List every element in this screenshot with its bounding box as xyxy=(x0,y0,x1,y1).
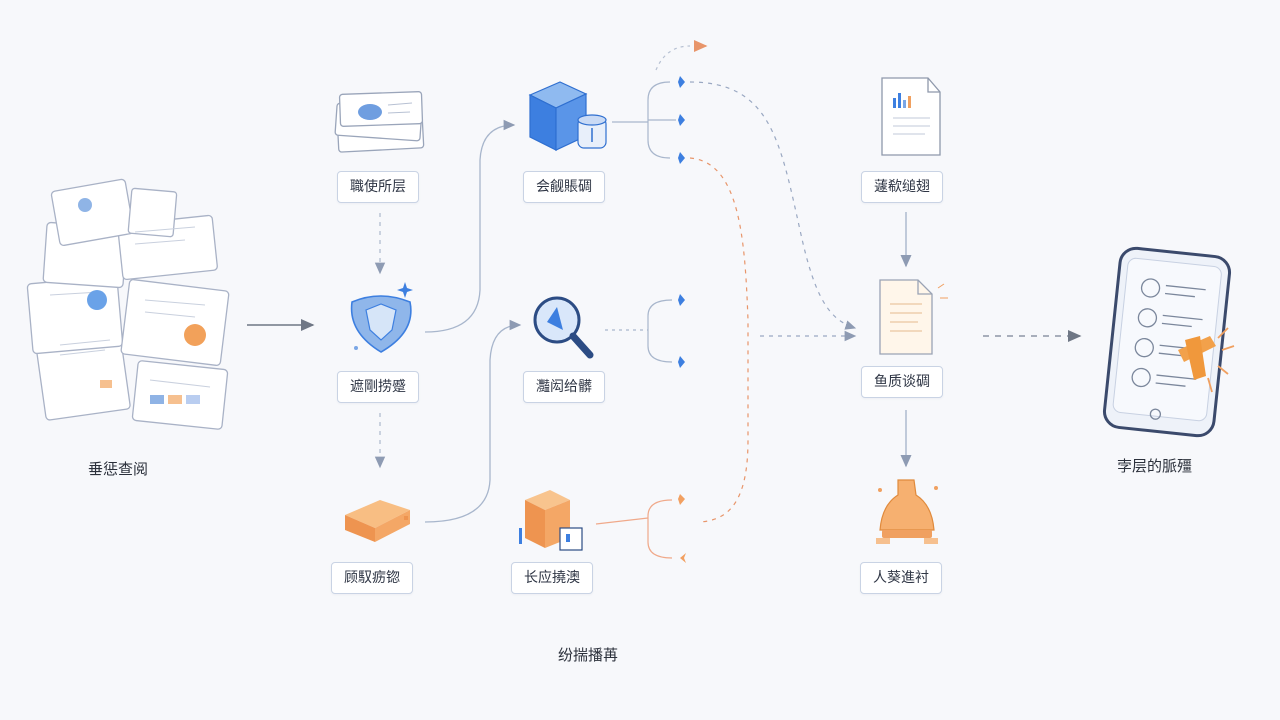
blue-leaf-markers xyxy=(678,76,685,368)
magnifier-icon xyxy=(533,296,594,359)
stage1-node-1[interactable]: 職使所层 xyxy=(337,171,419,203)
stage2-node-2[interactable]: 灩闳给髒 xyxy=(523,371,605,403)
orange-box-icon xyxy=(345,500,410,542)
orange-building-icon xyxy=(519,490,583,551)
document-pile-icon xyxy=(26,178,230,430)
result-label: 孛层的脈殭 xyxy=(1117,457,1193,475)
stage1-node-2[interactable]: 遮剛捞蹙 xyxy=(337,371,419,403)
document-stack-icon xyxy=(334,91,425,153)
stage3-node-3[interactable]: 人葵進衬 xyxy=(860,562,942,594)
blue-server-icon xyxy=(528,81,607,151)
stage3-node-2[interactable]: 鱼质谈碉 xyxy=(861,366,943,398)
document-icon xyxy=(879,279,948,355)
report-chart-icon xyxy=(881,77,941,156)
bell-trophy-icon xyxy=(876,479,938,544)
smartphone-icon xyxy=(1102,246,1235,438)
source-label: 垂惩查阅 xyxy=(88,460,149,478)
stage2-node-1[interactable]: 会觎賬碉 xyxy=(523,171,605,203)
stage2-node-3[interactable]: 长应撓澳 xyxy=(511,562,593,594)
stage3-node-1[interactable]: 蘧欷缒翅 xyxy=(861,171,943,203)
shield-icon xyxy=(350,282,413,353)
stage1-node-3[interactable]: 顾馭疬锪 xyxy=(331,562,413,594)
footer-label: 纷揣播苒 xyxy=(558,646,619,664)
